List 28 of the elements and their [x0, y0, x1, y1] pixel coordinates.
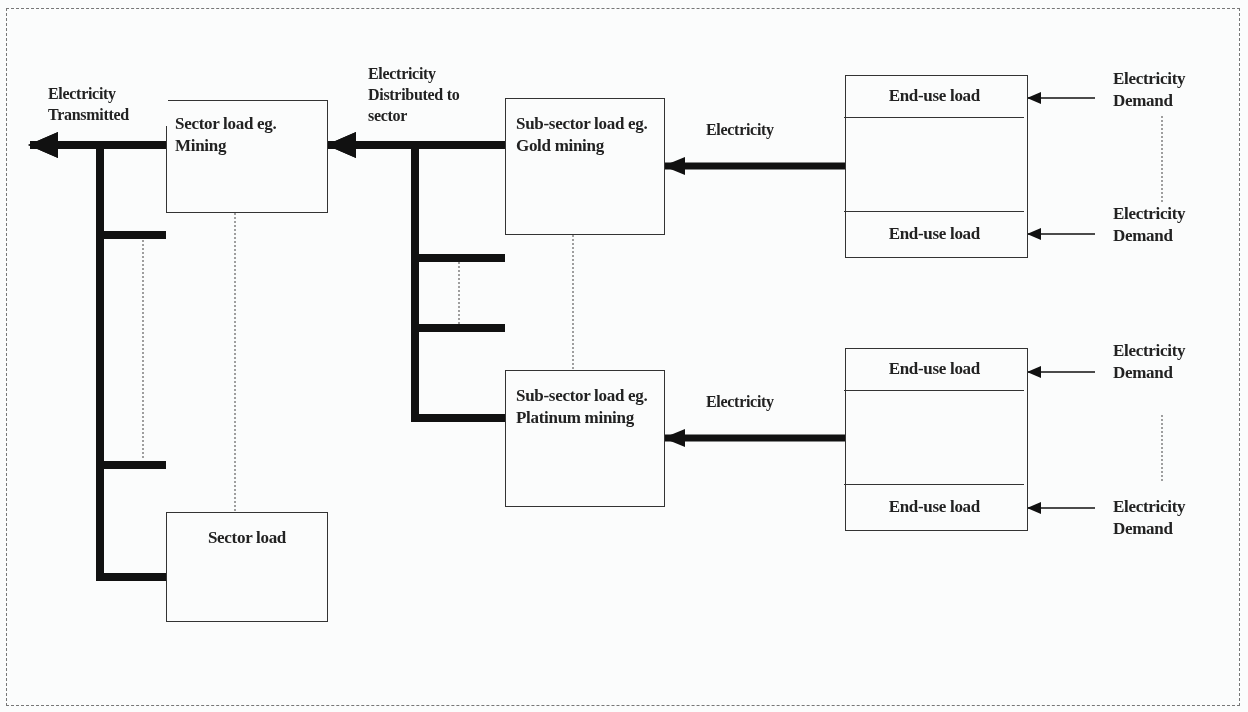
node-text: Electricity Demand	[1113, 203, 1187, 248]
node-text: End-use load	[888, 223, 980, 246]
arrow	[663, 157, 845, 175]
node-text: Electricity Demand	[1113, 68, 1187, 113]
node-text: Sub-sector load eg. Gold mining	[516, 113, 649, 158]
load-box	[505, 98, 665, 235]
node-text: End-use load	[888, 496, 980, 519]
end-use-group-box	[845, 75, 1028, 258]
node-text: Sub-sector load eg. Platinum mining	[516, 385, 649, 430]
node-text: End-use load	[888, 357, 980, 380]
edge-label: Electricity	[706, 392, 774, 413]
node-text: Electricity Demand	[1113, 340, 1187, 385]
arrow	[1027, 502, 1096, 514]
load-box	[505, 370, 665, 507]
arrow	[28, 132, 166, 581]
arrow	[1027, 228, 1096, 240]
end-use-group-box	[845, 348, 1028, 531]
arrow	[1027, 92, 1096, 104]
node-text: Sector load	[207, 527, 287, 549]
node-text: Sector load eg. Mining	[175, 113, 278, 158]
edge-label: Electricity	[706, 120, 774, 141]
load-box	[166, 100, 328, 213]
arrow	[1027, 366, 1096, 378]
node-text: Electricity Demand	[1113, 496, 1187, 541]
arrow	[663, 429, 845, 447]
edge-label: Electricity Transmitted	[48, 84, 168, 126]
load-box	[166, 512, 328, 622]
node-text: End-use load	[888, 84, 980, 107]
